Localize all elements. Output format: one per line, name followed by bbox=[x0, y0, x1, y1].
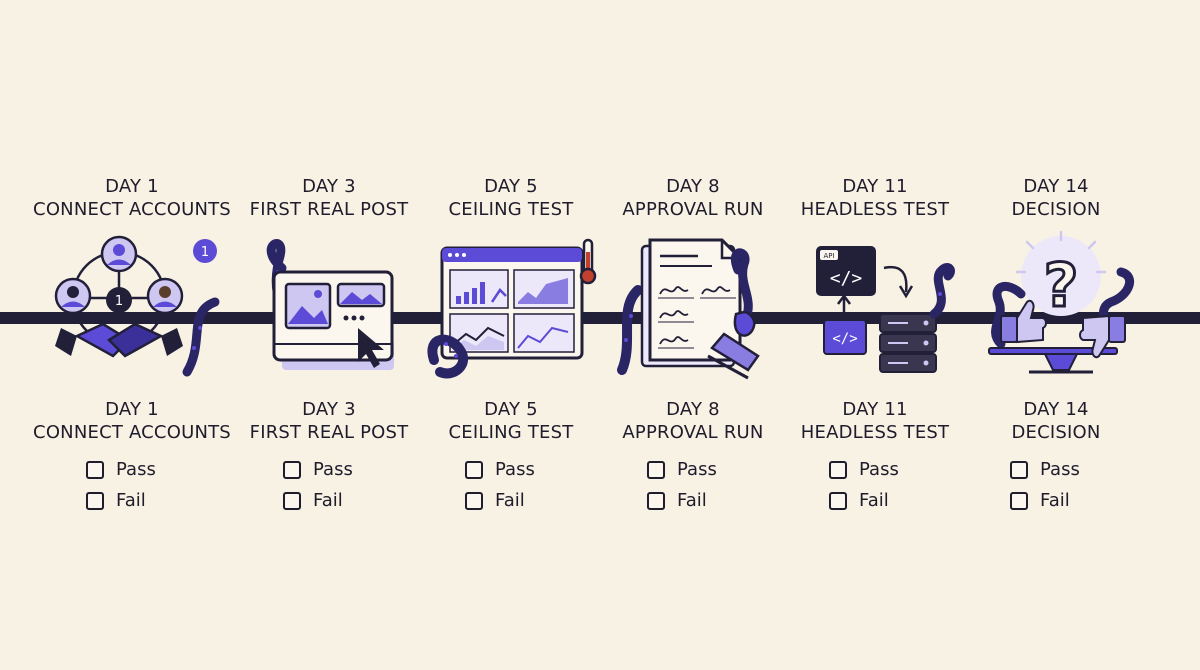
api-tag: API bbox=[823, 252, 834, 260]
milestone-day-8: DAY 8 APPROVAL RUN DAY 8 A bbox=[593, 0, 793, 670]
notification-badge: 1 bbox=[201, 245, 209, 260]
pass-option[interactable]: Pass bbox=[829, 456, 929, 487]
milestone-day: DAY 11 bbox=[842, 399, 908, 420]
pass-fail-checklist: Pass Fail bbox=[229, 456, 429, 518]
milestone-day: DAY 3 bbox=[302, 399, 356, 420]
milestone-title: CONNECT ACCOUNTS bbox=[33, 199, 231, 220]
milestone-day: DAY 1 bbox=[105, 399, 159, 420]
connect-accounts-icon: 1 1 bbox=[37, 232, 227, 382]
milestone-header-top: DAY 14 DECISION bbox=[956, 175, 1156, 221]
hub-count: 1 bbox=[115, 294, 123, 309]
milestone-day: DAY 3 bbox=[302, 176, 356, 197]
milestone-header-bottom: DAY 1 CONNECT ACCOUNTS bbox=[32, 398, 232, 444]
fail-option[interactable]: Fail bbox=[465, 487, 565, 518]
pass-fail-checklist: Pass Fail bbox=[775, 456, 975, 518]
headless-test-icon: API </> </> bbox=[780, 232, 970, 382]
code-glyph: </> bbox=[832, 331, 857, 347]
milestone-header-top: DAY 8 APPROVAL RUN bbox=[593, 175, 793, 221]
fail-label: Fail bbox=[677, 490, 707, 511]
milestone-day-3: DAY 3 FIRST REAL POST DAY 3 FIRST REAL P… bbox=[229, 0, 429, 670]
pass-checkbox[interactable] bbox=[1010, 461, 1028, 479]
pass-option[interactable]: Pass bbox=[1010, 456, 1110, 487]
milestone-header-bottom: DAY 5 CEILING TEST bbox=[411, 398, 611, 444]
milestone-day: DAY 11 bbox=[842, 176, 908, 197]
pass-checkbox[interactable] bbox=[465, 461, 483, 479]
pass-checkbox[interactable] bbox=[829, 461, 847, 479]
milestone-title: HEADLESS TEST bbox=[800, 422, 950, 443]
milestone-header-bottom: DAY 11 HEADLESS TEST bbox=[775, 398, 975, 444]
milestone-day-1: DAY 1 CONNECT ACCOUNTS 1 bbox=[32, 0, 232, 670]
milestone-title: HEADLESS TEST bbox=[800, 199, 950, 220]
milestone-title: DECISION bbox=[1011, 199, 1101, 220]
pass-fail-checklist: Pass Fail bbox=[32, 456, 232, 518]
approval-run-icon bbox=[598, 232, 788, 382]
milestone-title: APPROVAL RUN bbox=[622, 422, 764, 443]
fail-option[interactable]: Fail bbox=[283, 487, 383, 518]
milestone-header-top: DAY 3 FIRST REAL POST bbox=[229, 175, 429, 221]
milestone-header-top: DAY 5 CEILING TEST bbox=[411, 175, 611, 221]
pass-label: Pass bbox=[116, 459, 156, 480]
milestone-title: FIRST REAL POST bbox=[249, 422, 409, 443]
milestone-header-bottom: DAY 3 FIRST REAL POST bbox=[229, 398, 429, 444]
fail-label: Fail bbox=[495, 490, 525, 511]
fail-checkbox[interactable] bbox=[829, 492, 847, 510]
milestone-day: DAY 5 bbox=[484, 399, 538, 420]
pass-option[interactable]: Pass bbox=[647, 456, 747, 487]
fail-checkbox[interactable] bbox=[647, 492, 665, 510]
milestone-day: DAY 14 bbox=[1023, 176, 1089, 197]
ceiling-test-icon bbox=[416, 232, 606, 382]
pass-checkbox[interactable] bbox=[647, 461, 665, 479]
milestone-title: FIRST REAL POST bbox=[249, 199, 409, 220]
pass-option[interactable]: Pass bbox=[283, 456, 383, 487]
fail-label: Fail bbox=[116, 490, 146, 511]
code-glyph: </> bbox=[830, 268, 863, 289]
milestone-header-bottom: DAY 8 APPROVAL RUN bbox=[593, 398, 793, 444]
milestone-day-11: DAY 11 HEADLESS TEST API </> </> bbox=[775, 0, 975, 670]
milestone-day: DAY 8 bbox=[666, 176, 720, 197]
fail-option[interactable]: Fail bbox=[829, 487, 929, 518]
milestone-title: CONNECT ACCOUNTS bbox=[33, 422, 231, 443]
pass-option[interactable]: Pass bbox=[465, 456, 565, 487]
pass-label: Pass bbox=[677, 459, 717, 480]
fail-option[interactable]: Fail bbox=[1010, 487, 1110, 518]
milestone-day-14: DAY 14 DECISION ? DAY bbox=[956, 0, 1156, 670]
decision-icon: ? bbox=[961, 230, 1151, 382]
fail-checkbox[interactable] bbox=[283, 492, 301, 510]
fail-option[interactable]: Fail bbox=[86, 487, 186, 518]
fail-checkbox[interactable] bbox=[465, 492, 483, 510]
question-mark: ? bbox=[1044, 251, 1079, 321]
fail-label: Fail bbox=[313, 490, 343, 511]
fail-checkbox[interactable] bbox=[86, 492, 104, 510]
milestone-header-bottom: DAY 14 DECISION bbox=[956, 398, 1156, 444]
milestone-header-top: DAY 11 HEADLESS TEST bbox=[775, 175, 975, 221]
pass-label: Pass bbox=[859, 459, 899, 480]
milestone-day: DAY 14 bbox=[1023, 399, 1089, 420]
milestone-title: DECISION bbox=[1011, 422, 1101, 443]
fail-checkbox[interactable] bbox=[1010, 492, 1028, 510]
pass-fail-checklist: Pass Fail bbox=[593, 456, 793, 518]
milestone-day-5: DAY 5 CEILING TEST bbox=[411, 0, 611, 670]
milestone-day: DAY 1 bbox=[105, 176, 159, 197]
pass-label: Pass bbox=[1040, 459, 1080, 480]
milestone-day: DAY 8 bbox=[666, 399, 720, 420]
milestone-day: DAY 5 bbox=[484, 176, 538, 197]
first-real-post-icon bbox=[234, 232, 424, 382]
pass-fail-checklist: Pass Fail bbox=[411, 456, 611, 518]
milestone-title: CEILING TEST bbox=[448, 199, 574, 220]
milestone-header-top: DAY 1 CONNECT ACCOUNTS bbox=[32, 175, 232, 221]
fail-label: Fail bbox=[859, 490, 889, 511]
pass-checkbox[interactable] bbox=[283, 461, 301, 479]
pass-label: Pass bbox=[495, 459, 535, 480]
pass-label: Pass bbox=[313, 459, 353, 480]
pass-checkbox[interactable] bbox=[86, 461, 104, 479]
fail-label: Fail bbox=[1040, 490, 1070, 511]
pass-option[interactable]: Pass bbox=[86, 456, 186, 487]
milestone-title: CEILING TEST bbox=[448, 422, 574, 443]
pass-fail-checklist: Pass Fail bbox=[956, 456, 1156, 518]
milestone-title: APPROVAL RUN bbox=[622, 199, 764, 220]
fail-option[interactable]: Fail bbox=[647, 487, 747, 518]
